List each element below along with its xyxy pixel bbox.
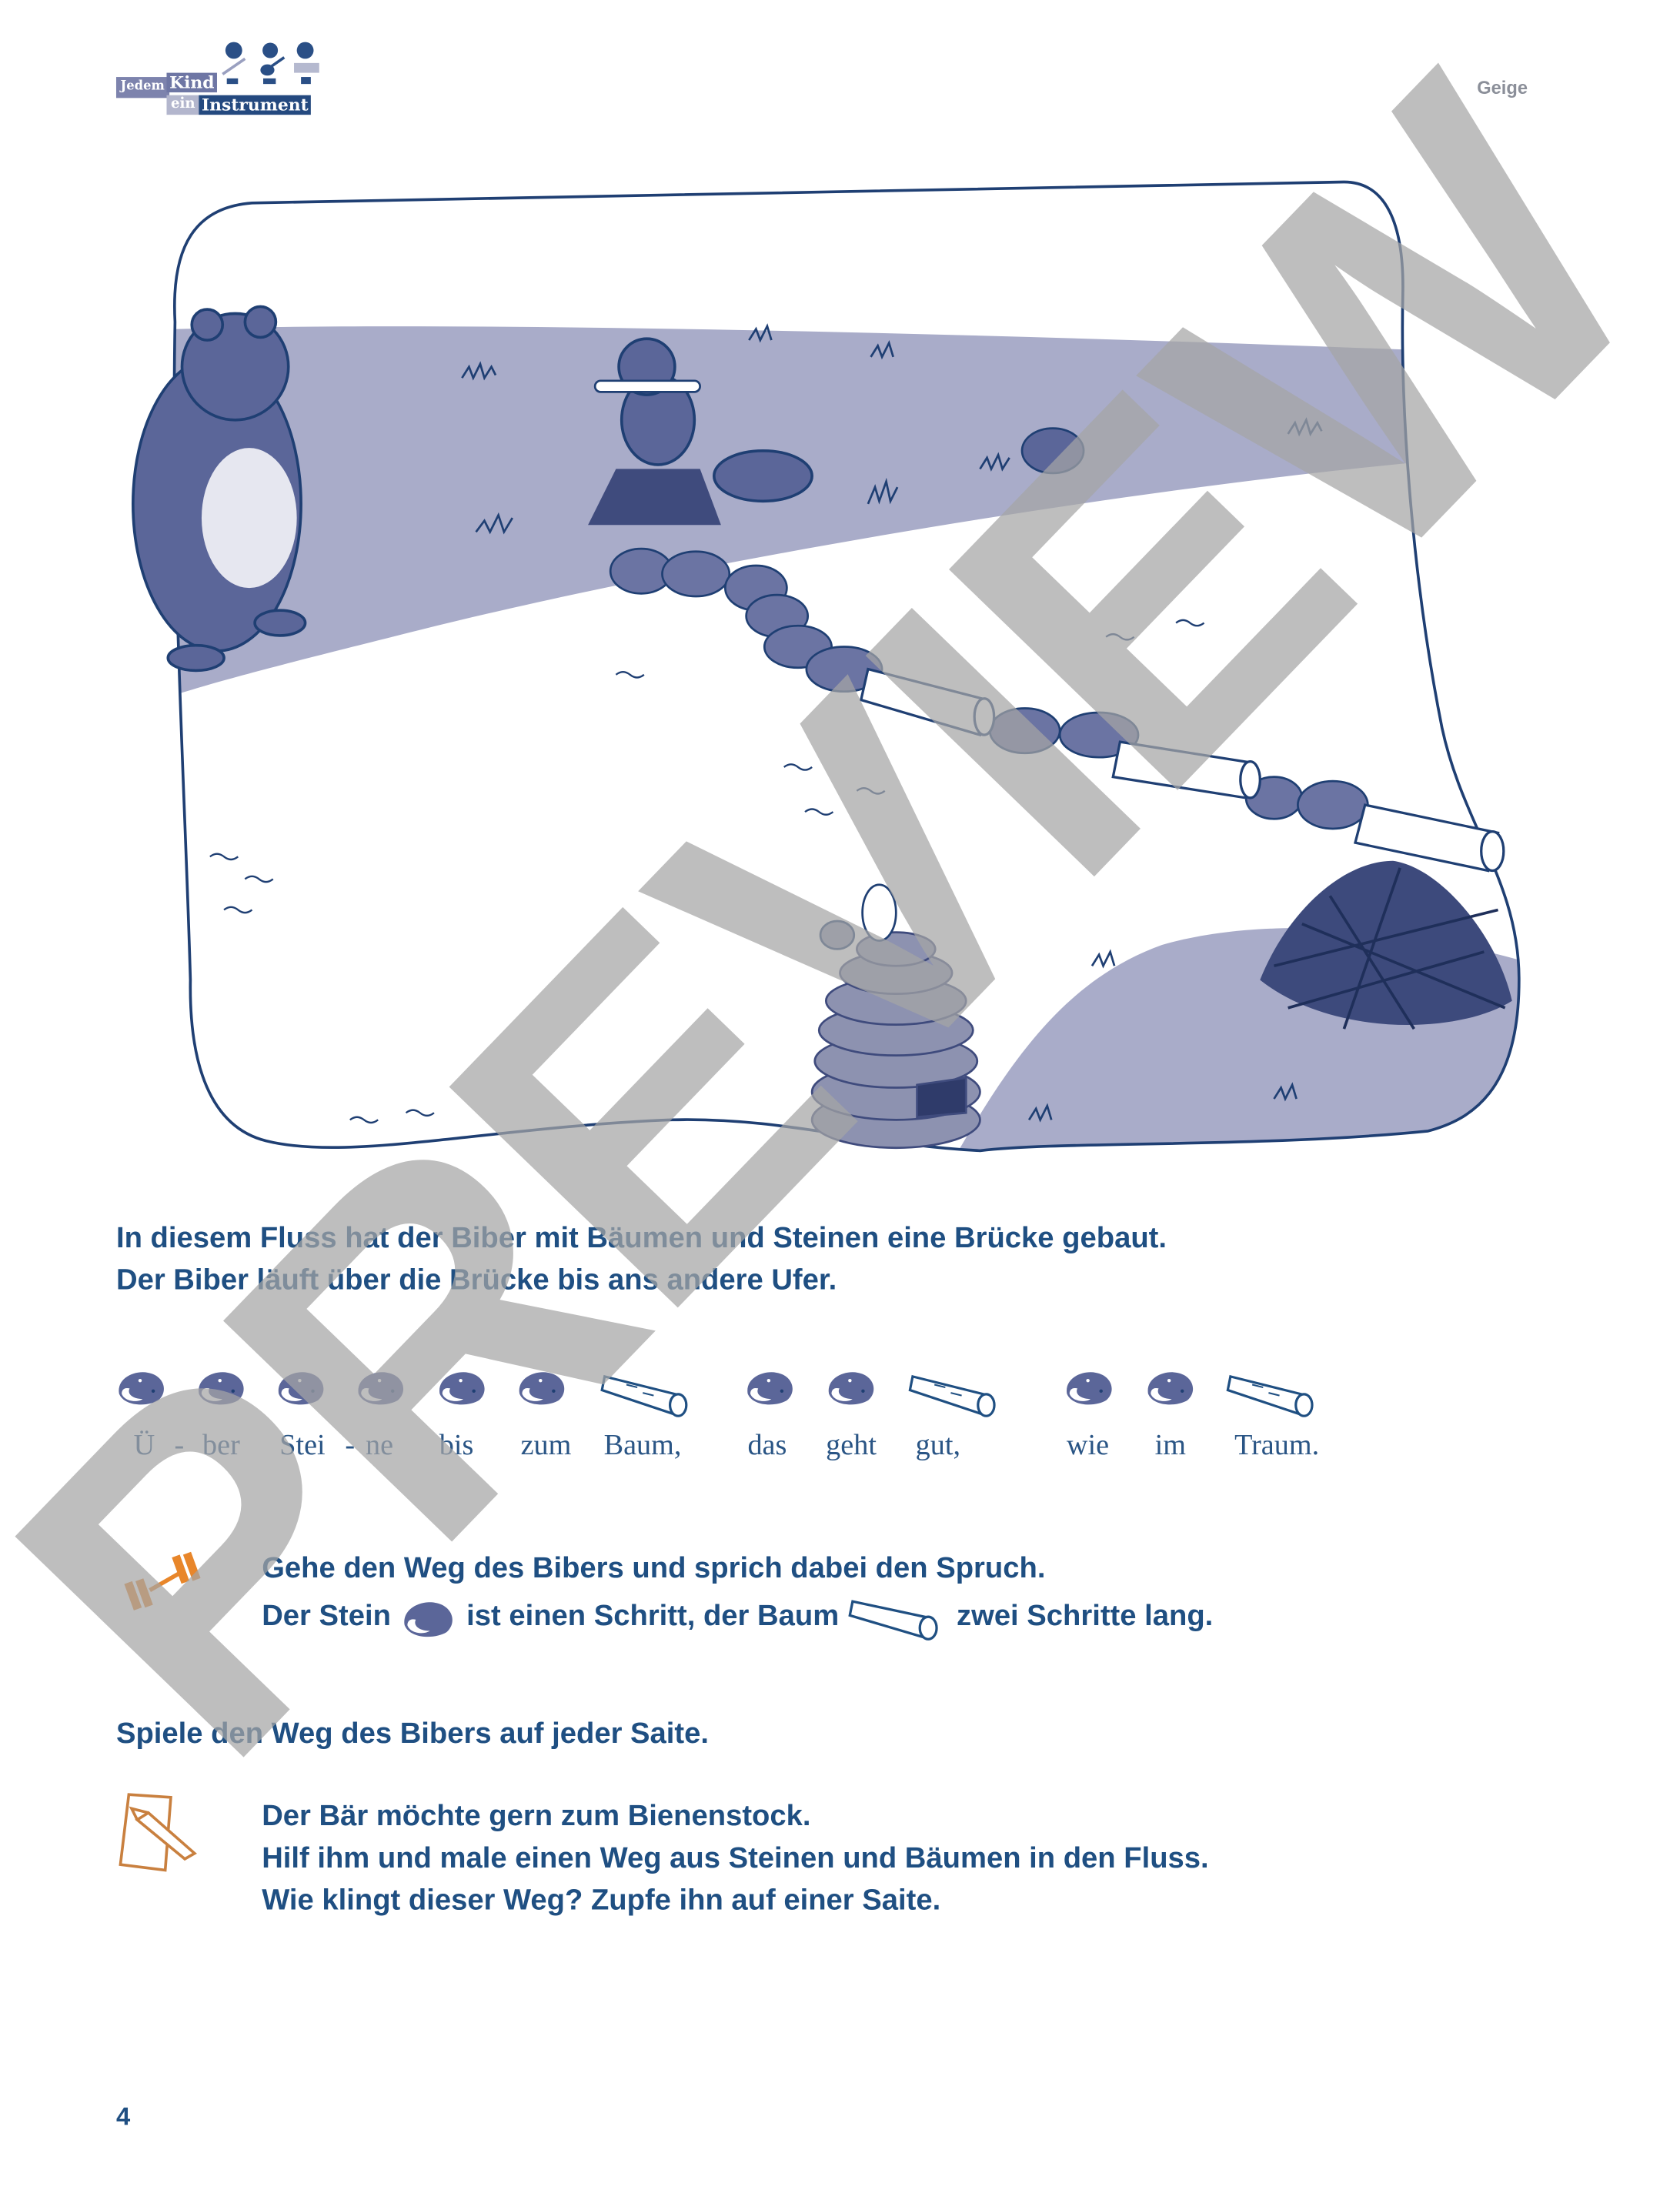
rhyme-syllable: geht xyxy=(826,1427,877,1462)
bear-illustration xyxy=(132,305,307,673)
logo-children-icon xyxy=(222,42,319,85)
logo-text-instrument: Instrument xyxy=(199,95,312,115)
intro-line-1: In diesem Fluss hat der Biber mit Bäumen… xyxy=(115,1222,1167,1255)
log-icon xyxy=(907,1365,1005,1428)
stone-icon xyxy=(434,1365,490,1414)
stone-icon xyxy=(514,1365,570,1414)
task1-line-2: Der Stein ist einen Schritt, der Baum zw… xyxy=(262,1590,1213,1644)
task2-line-1: Spiele den Weg des Bibers auf jeder Sait… xyxy=(115,1717,709,1750)
grass-tufts xyxy=(461,323,1323,1123)
draw-pencil-icon xyxy=(119,1793,197,1872)
rhyme-syllable: zum xyxy=(520,1427,572,1462)
stone-icon xyxy=(113,1365,169,1414)
rhyme-syllable: wie xyxy=(1066,1427,1110,1462)
log-icon xyxy=(1225,1365,1323,1428)
task3-line-2: Hilf ihm und male einen Weg aus Steinen … xyxy=(262,1842,1209,1874)
bridge-logs xyxy=(859,667,1505,873)
beehive-illustration xyxy=(810,931,981,1150)
logo: Jedem Kind ein Instrument xyxy=(115,39,326,121)
walking-steps-icon xyxy=(124,1551,201,1611)
rhyme-syllable: Ü xyxy=(133,1427,155,1462)
task1-line-1: Gehe den Weg des Bibers und sprich dabei… xyxy=(262,1552,1046,1585)
task1-text-a: Der Stein xyxy=(262,1600,391,1633)
stone-icon xyxy=(1061,1365,1117,1414)
instrument-label: Geige xyxy=(1477,77,1528,98)
log-icon xyxy=(600,1365,697,1428)
page-number: 4 xyxy=(115,2102,131,2131)
stone-icon xyxy=(352,1365,409,1414)
river xyxy=(174,326,1421,707)
rhyme-syllable: ne xyxy=(365,1427,394,1462)
nest-illustration xyxy=(1260,860,1512,1030)
rhyme-syllable: Stei xyxy=(279,1427,326,1462)
logo-text-ein: ein xyxy=(166,95,200,115)
bridge-stones xyxy=(609,547,1369,830)
task3-line-3: Wie klingt dieser Weg? Zupfe ihn auf ein… xyxy=(262,1884,941,1917)
logo-text-kind: Kind xyxy=(166,72,218,93)
rhyme-syllable: bis xyxy=(439,1427,474,1462)
bee-illustration xyxy=(819,883,897,950)
rhyme-syllable: - xyxy=(345,1427,356,1462)
rhyme-syllable: - xyxy=(174,1427,185,1462)
rhyme-syllable: gut, xyxy=(915,1427,961,1462)
intro-line-2: Der Biber läuft über die Brücke bis ans … xyxy=(115,1263,837,1297)
stone-icon xyxy=(742,1365,798,1414)
stone-icon xyxy=(273,1365,329,1414)
frame-outline xyxy=(172,180,1521,1153)
log-icon xyxy=(848,1600,939,1641)
task3-line-1: Der Bär möchte gern zum Bienenstock. xyxy=(262,1800,811,1833)
task1-text-b: ist einen Schritt, der Baum xyxy=(466,1600,840,1633)
stone-icon xyxy=(193,1365,249,1414)
beaver-illustration xyxy=(588,337,813,526)
task1-text-c: zwei Schritte lang. xyxy=(956,1600,1214,1633)
river-illustration xyxy=(132,180,1521,1153)
rhyme-syllable: ber xyxy=(202,1427,240,1462)
water-ripples xyxy=(209,619,1205,1124)
rhyme-syllable: im xyxy=(1154,1427,1187,1462)
stone-icon xyxy=(1142,1365,1198,1414)
logo-text-jedem: Jedem xyxy=(115,77,169,98)
stone-icon xyxy=(823,1365,880,1414)
stone-icon xyxy=(404,1602,453,1637)
rhyme-syllable: das xyxy=(747,1427,787,1462)
rhyme-syllable: Baum, xyxy=(603,1427,682,1462)
rhyme-syllable: Traum. xyxy=(1234,1427,1320,1462)
